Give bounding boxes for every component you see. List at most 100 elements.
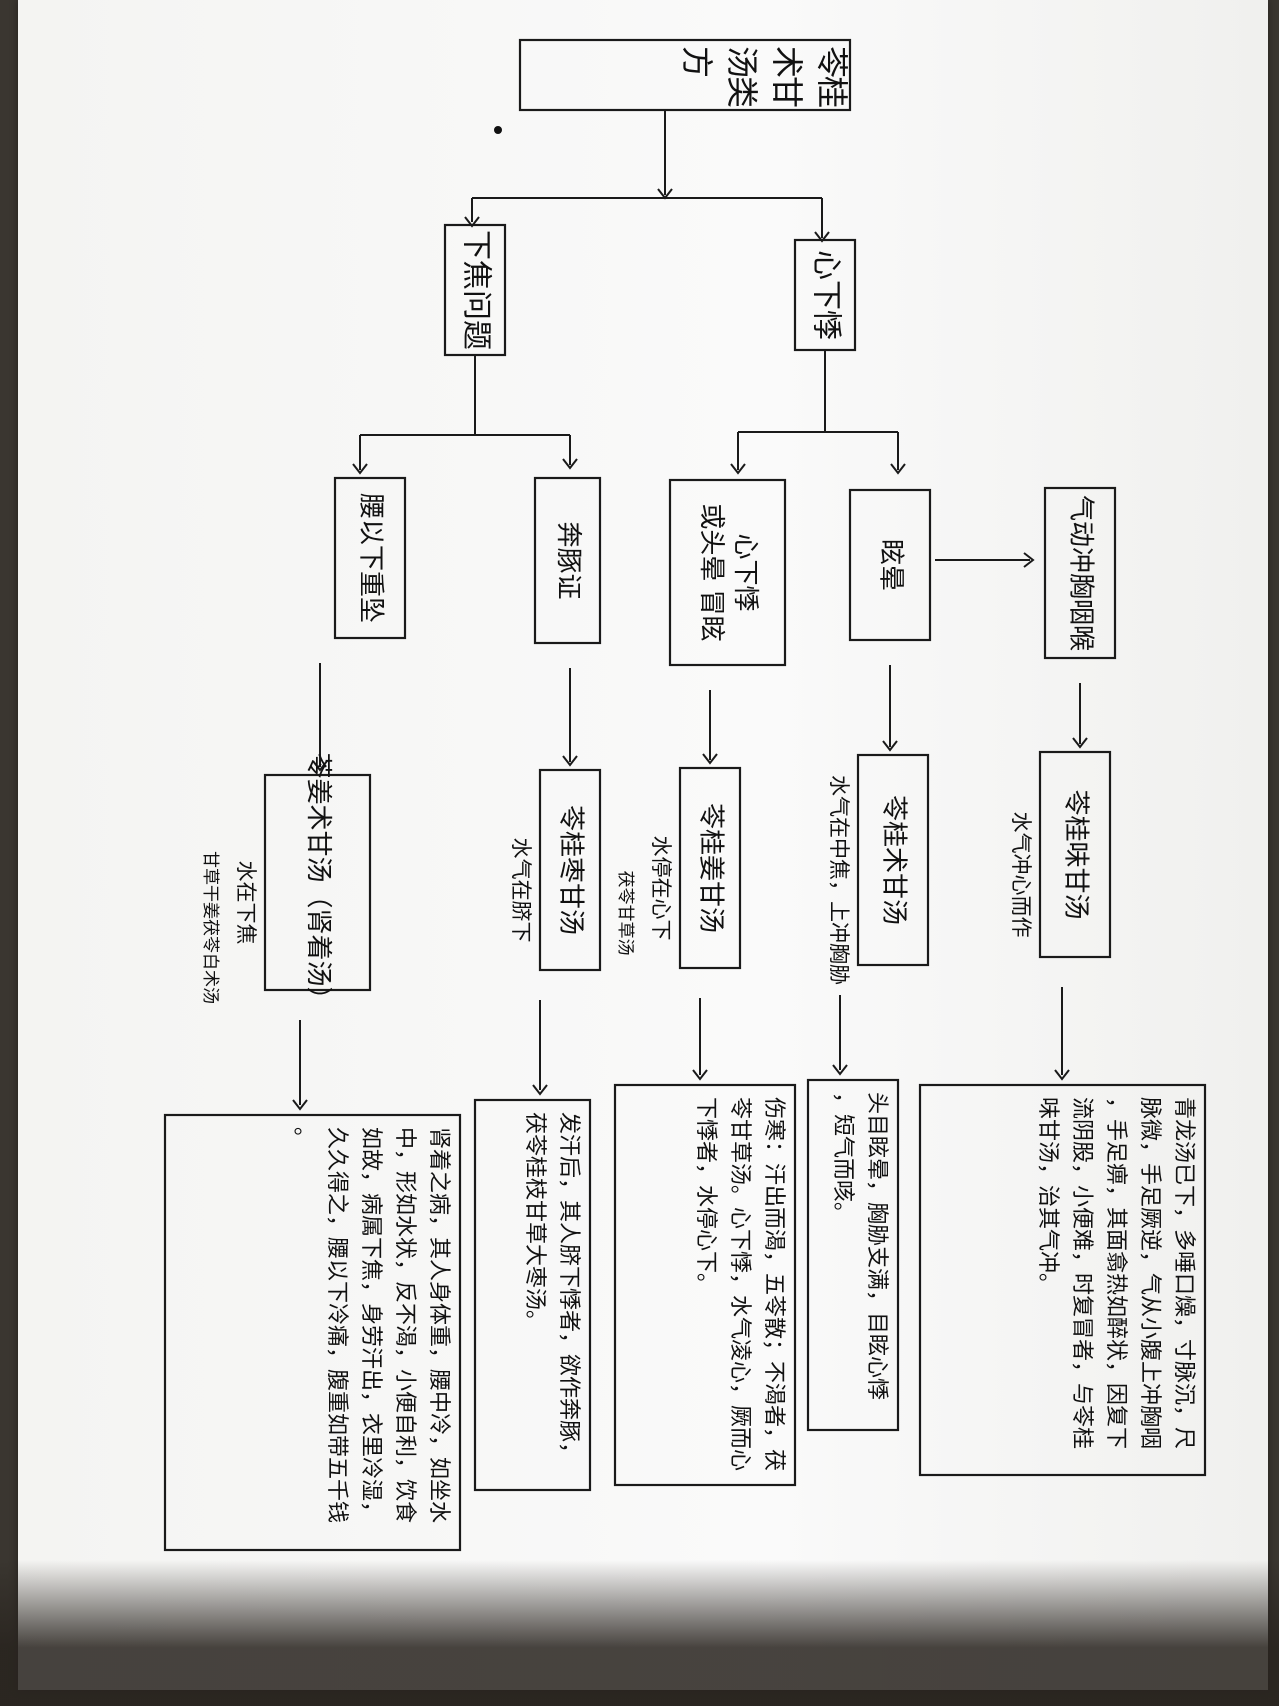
level1-box-xinxiaji: [793, 238, 857, 352]
formula-note-f_zao-line: 水气在脐下: [509, 838, 533, 943]
detail-line: 茯苓桂枝甘草大枣汤。: [522, 1112, 547, 1332]
detail-line: 流阴股，小便难，时复冒者，与苓桂: [1069, 1097, 1094, 1449]
detail-line: 久久得之，腰以下冷痛，腹重如带五千钱: [324, 1127, 349, 1523]
formula-name-f_jiang-line: 苓桂姜甘汤: [696, 803, 726, 933]
node-label-xuanyun: 眩晕: [876, 539, 906, 591]
node-label-qichong-line: 气动冲胸咽喉: [1066, 495, 1096, 651]
formula-note-f_gan: 水在下焦: [234, 861, 258, 945]
formula-note-f_gan-line: 水在下焦: [234, 861, 258, 945]
formula-box-f_gan: [263, 773, 372, 992]
formula-name-f_wei-line: 苓桂味甘汤: [1061, 789, 1091, 919]
formula-name-f_zhu-line: 苓桂术甘汤: [879, 795, 909, 925]
detail-line: 中，形如水状，反不渴，小便自利，饮食: [392, 1127, 417, 1523]
node-box-yaobing: [333, 476, 407, 640]
formula-side-f_jiang-line: 茯苓甘草汤: [615, 871, 635, 956]
detail-line: 下悸者，水停心下。: [693, 1097, 718, 1295]
detail-line: 青龙汤已下，多唾口燥，寸脉沉，尺: [1171, 1097, 1196, 1449]
formula-note-f_zhu-line: 水气在中焦，上冲胸胁: [827, 775, 851, 985]
node-box-qichong-frame: [1043, 486, 1117, 660]
node-box-xuanyun: [848, 488, 932, 642]
formula-name-f_jiang: 苓桂姜甘汤: [696, 803, 726, 933]
level1-box-xiajiao: [443, 223, 507, 357]
pen-dot: [494, 126, 502, 134]
detail-box-0: [918, 1083, 1207, 1477]
node-label-qixu-line: 奔豚证: [553, 521, 583, 599]
formula-name-f_wei: 苓桂味甘汤: [1061, 789, 1091, 919]
level1-box-xinxiaji-frame: [793, 238, 857, 352]
root-char: 汤: [723, 46, 761, 78]
detail-line: ，手足痹，其面翕热如醉状，因复下: [1103, 1097, 1128, 1449]
detail-box-0-frame: [918, 1083, 1207, 1477]
detail-box-1-frame: [806, 1078, 900, 1432]
xia-right-arrow: [562, 458, 578, 470]
formula-box-f_zao: [538, 768, 602, 972]
detail-text-3: 发汗后，其人脐下悸者，欲作奔豚，茯苓桂枝甘草大枣汤。: [522, 1112, 581, 1464]
formula-note-f_wei: 水气冲心而作: [1009, 812, 1033, 938]
detail-text-2: 伤寒：汗出而渴，五苓散；不渴者，茯苓甘草汤。心下悸，水气凌心，厥而心下悸者，水停…: [693, 1097, 786, 1471]
formula-note-f_zhu: 水气在中焦，上冲胸胁: [827, 775, 851, 985]
formula-stem-arrow-3: [562, 755, 578, 767]
detail-stem-arrow-0: [1054, 1069, 1070, 1081]
node-box-xinji-frame: [668, 478, 787, 667]
root-box: [518, 38, 852, 112]
level1-label-xiajiao-line: 下焦问题: [459, 230, 494, 350]
formula-box-f_wei-frame: [1038, 750, 1112, 959]
formula-box-f_zao-frame: [538, 768, 602, 972]
node-boxes: [163, 38, 1207, 1552]
node-box-xuanyun-frame: [848, 488, 932, 642]
level1-label-xinxiaji: 心下悸: [809, 250, 844, 340]
formula-side-f_jiang: 茯苓甘草汤: [615, 871, 635, 956]
detail-stem-arrow-4: [292, 1099, 308, 1111]
root-char: 术: [768, 46, 806, 78]
detail-line: 味甘汤，治其气冲。: [1035, 1097, 1060, 1295]
formula-name-f_gan: 苓姜术甘汤（肾着汤）: [303, 752, 333, 1012]
root-char: 类: [723, 76, 761, 108]
node-label-qixu: 奔豚证: [553, 521, 583, 599]
detail-line: 头目眩晕，胸胁支满，目眩心悸: [864, 1092, 889, 1400]
formula-name-f_zhu: 苓桂术甘汤: [879, 795, 909, 925]
detail-line: 伤寒：汗出而渴，五苓散；不渴者，茯: [761, 1097, 786, 1471]
formula-name-f_zao: 苓桂枣甘汤: [556, 805, 586, 935]
detail-box-4-frame: [163, 1113, 462, 1552]
formula-box-f_zhu: [856, 753, 930, 967]
formula-stem-arrow-1: [882, 740, 898, 752]
formula-side-f_gan: 甘草干姜茯苓白术汤: [200, 851, 220, 1004]
detail-line: 苓甘草汤。心下悸，水气凌心，厥而心: [727, 1097, 752, 1471]
detail-box-2-frame: [613, 1083, 797, 1487]
level1-box-xiajiao-frame: [443, 223, 507, 357]
node-label-xuanyun-line: 眩晕: [876, 539, 906, 591]
root-char: 甘: [768, 76, 806, 108]
formula-box-f_zhu-frame: [856, 753, 930, 967]
xia-left-arrow: [352, 463, 368, 475]
node-label-yaobing-line: 腰以下重坠: [356, 493, 386, 623]
formula-side-f_gan-line: 甘草干姜茯苓白术汤: [200, 851, 220, 1004]
detail-stem-arrow-2: [692, 1069, 708, 1081]
node-label-xinji-line: 心下悸: [730, 533, 760, 611]
detail-line: ，短气而咳。: [830, 1092, 855, 1224]
node-box-xinji: [668, 478, 787, 667]
xuanyun-to-qichong-arrow: [1023, 552, 1035, 568]
formula-note-f_jiang: 水停在心下: [649, 836, 673, 941]
detail-box-1: [806, 1078, 900, 1432]
node-label-qichong: 气动冲胸咽喉: [1066, 495, 1096, 651]
paper-sheet: [18, 0, 1268, 1690]
detail-text-4: 肾着之病，其人身体重，腰中冷，如坐水中，形如水状，反不渴，小便自利，饮食如故，病…: [290, 1127, 451, 1523]
formula-box-f_gan-frame: [263, 773, 372, 992]
formula-box-f_jiang-frame: [678, 766, 742, 970]
detail-box-3: [473, 1098, 592, 1492]
formula-note-f_jiang-line: 水停在心下: [649, 836, 673, 941]
root-char: 方: [678, 46, 716, 78]
node-box-qixu: [533, 476, 602, 645]
node-box-qichong: [1043, 486, 1117, 660]
xin-left-arrow: [730, 463, 746, 475]
detail-box-3-frame: [473, 1098, 592, 1492]
formula-stem-arrow-2: [702, 753, 718, 765]
formula-note-f_zao: 水气在脐下: [509, 838, 533, 943]
node-label-xinji-line: 或头晕 冒眩: [696, 503, 726, 641]
detail-text-1: 头目眩晕，胸胁支满，目眩心悸 ，短气而咳。: [830, 1092, 889, 1400]
root-char: 苓: [813, 46, 851, 78]
